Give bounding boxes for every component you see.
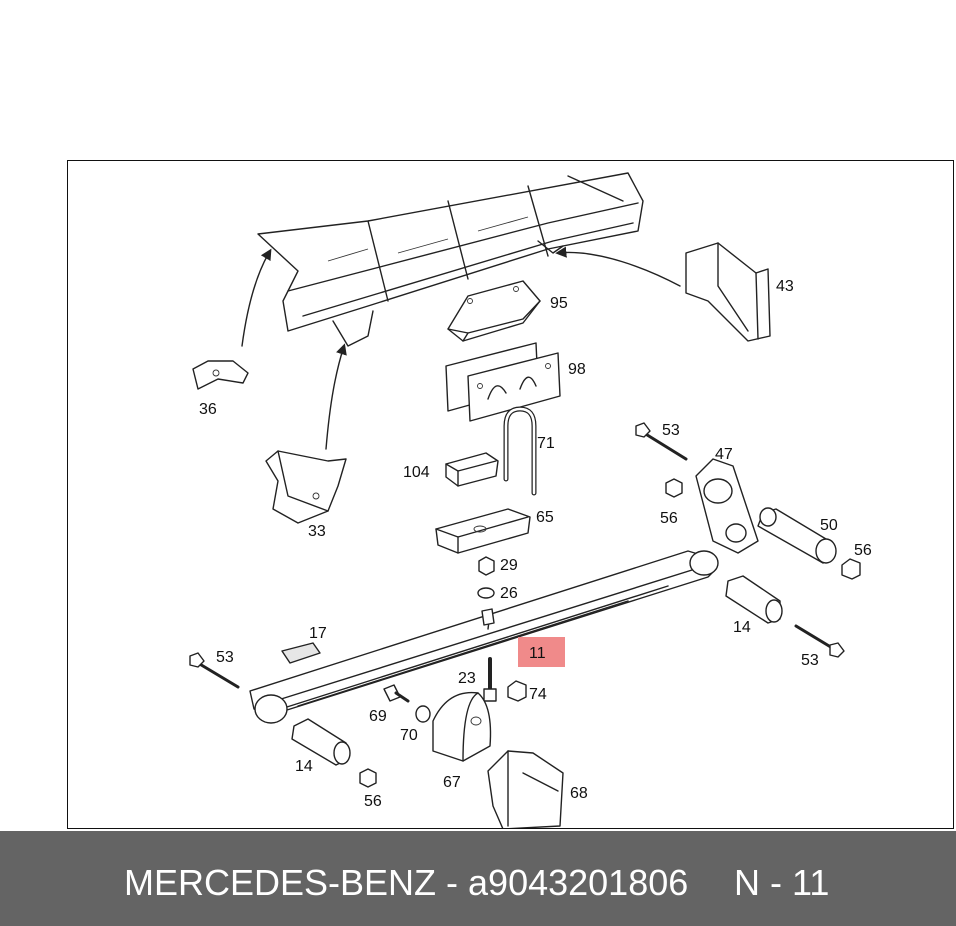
arrow-43 [555,246,681,287]
bushing-14-left [291,718,351,766]
callout-70: 70 [400,727,418,744]
vehicle-frame [257,172,644,347]
bump-stop-104 [445,452,499,487]
bracket-43 [685,242,771,342]
callout-71: 71 [537,435,555,452]
callout-69: 69 [369,708,387,725]
u-bolt-71 [503,406,537,496]
callout-36: 36 [199,401,217,418]
nut-56-right [841,558,861,580]
callout-74: 74 [529,686,547,703]
diagram-reference-text: N - 11 [734,862,830,903]
callout-23: 23 [458,670,476,687]
washer-70 [415,705,431,723]
callout-33: 33 [308,523,326,540]
nut-29 [478,556,495,576]
part-info-footer: MERCEDES-BENZ - a9043201806 N - 11 [0,831,956,926]
callout-95: 95 [550,295,568,312]
bushing-14-right [725,575,783,624]
callout-53: 53 [216,649,234,666]
housing-68 [487,750,564,828]
leaf-spring-11 [249,550,719,724]
callout-56: 56 [660,510,678,527]
bolt-23 [483,657,497,702]
callout-47: 47 [715,446,733,463]
callout-26: 26 [500,585,518,602]
callout-43: 43 [776,278,794,295]
callout-53: 53 [662,422,680,439]
bolt-53-top [635,422,688,461]
cushion-67 [432,691,492,762]
spring-plate-95 [447,280,541,342]
bolt-69 [383,684,410,703]
callout-17: 17 [309,625,327,642]
pad-17 [281,642,321,664]
shackle-47 [695,458,759,554]
callout-53: 53 [801,652,819,669]
callout-14: 14 [733,619,751,636]
mounting-bracket-98 [445,342,561,422]
highlight-part-11 [518,637,565,667]
arrow-36 [241,248,272,347]
nut-74 [507,680,527,702]
spring-seat-65 [435,508,531,554]
callout-98: 98 [568,361,586,378]
callout-68: 68 [570,785,588,802]
callout-56: 56 [364,793,382,810]
nut-56-bottom [359,768,377,788]
callout-67: 67 [443,774,461,791]
bushing-50 [757,507,837,564]
callout-56: 56 [854,542,872,559]
exploded-parts-diagram: 95 43 98 36 71 53 47 104 33 65 56 50 56 … [189,172,872,828]
callout-29: 29 [500,557,518,574]
nut-56-mid [665,478,683,498]
callout-50: 50 [820,517,838,534]
bolt-53-right [794,624,845,658]
callout-65: 65 [536,509,554,526]
callout-104: 104 [403,464,430,481]
spring-bracket-33 [265,450,347,524]
mount-36 [192,360,249,390]
part-number-text: MERCEDES-BENZ - a9043201806 [124,862,689,903]
center-bolt [481,608,495,626]
callout-11: 11 [529,645,546,662]
callout-14: 14 [295,758,313,775]
washer-26 [477,587,495,599]
arrow-33 [325,343,347,450]
parts-diagram-frame: 95 43 98 36 71 53 47 104 33 65 56 50 56 … [67,160,954,829]
bolt-53-left [189,652,240,689]
